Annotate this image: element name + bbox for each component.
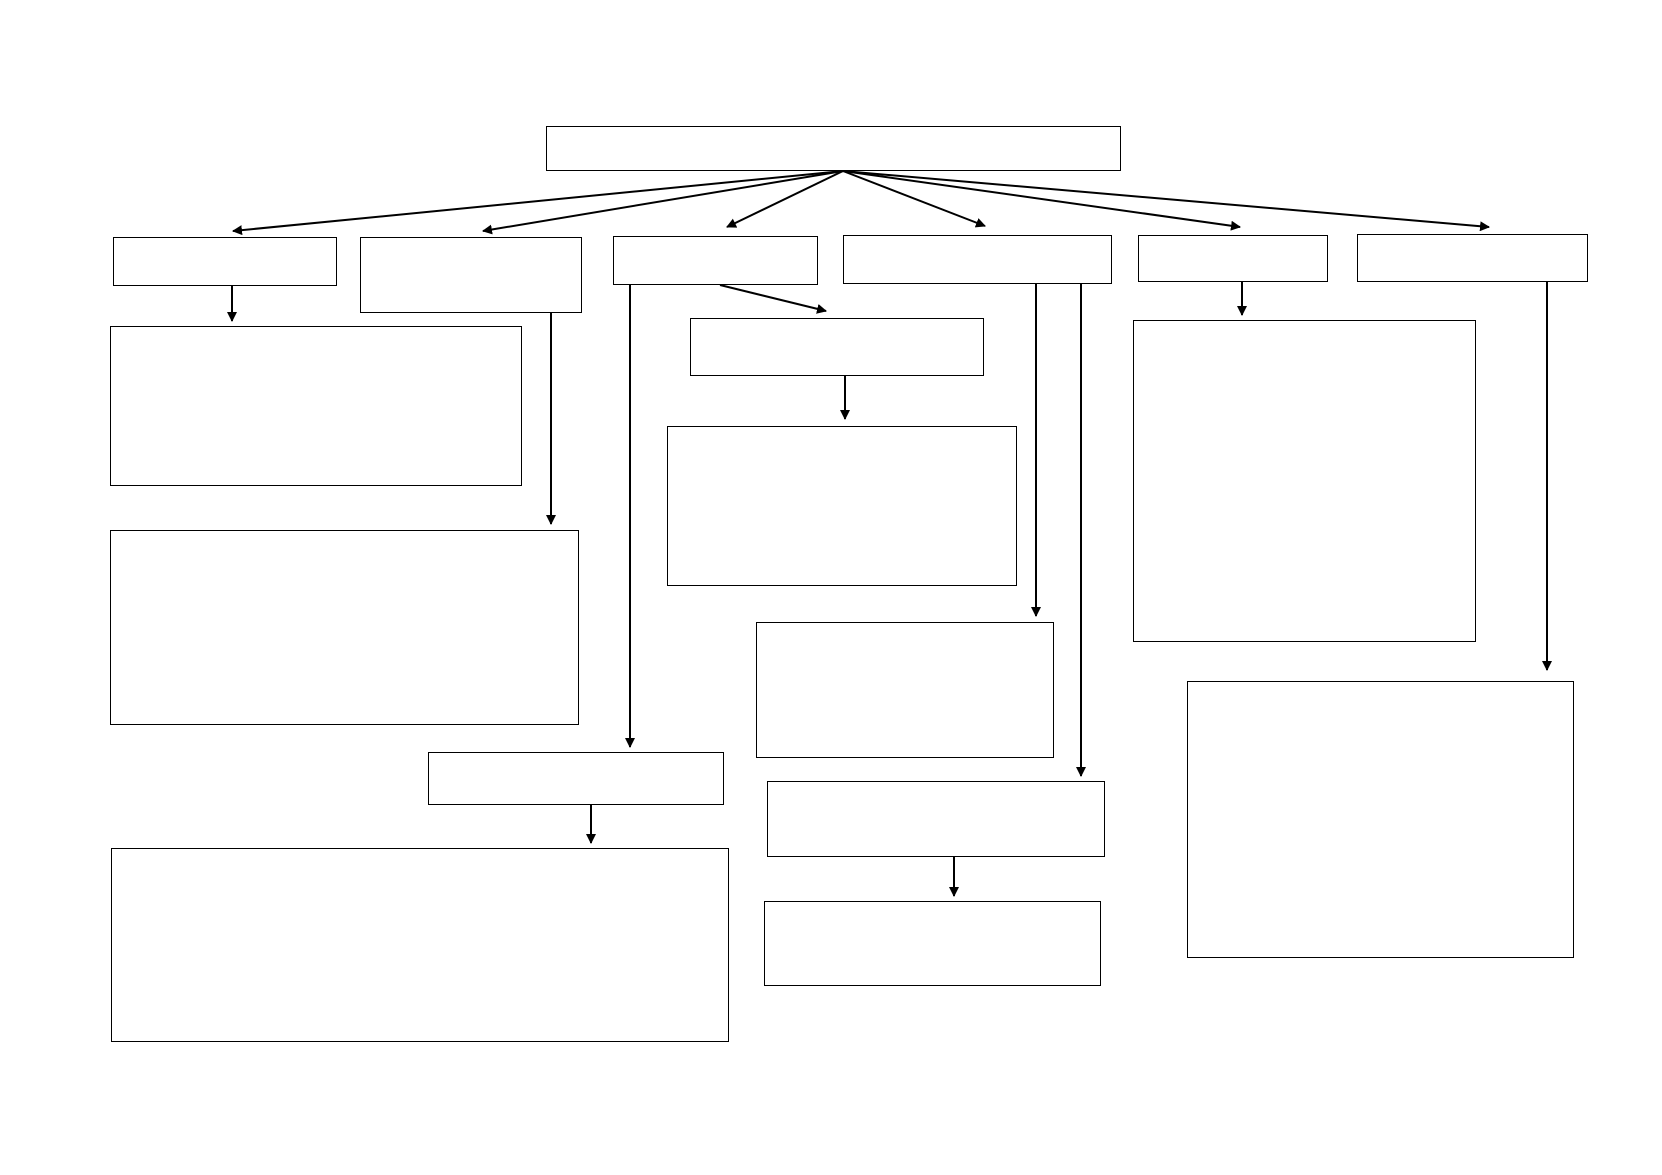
arrow-root-to-branch-1 — [232, 170, 844, 236]
arrow-root-to-branch-3 — [726, 170, 844, 228]
branch-box-1 — [113, 237, 337, 286]
detail-box-3 — [690, 318, 984, 376]
arrow-branch-3-to-detail-3 — [719, 284, 827, 314]
arrow-root-to-branch-4 — [842, 170, 986, 228]
detail-box-2 — [110, 530, 579, 725]
detail-box-9 — [767, 781, 1105, 857]
branch-box-4 — [843, 235, 1112, 284]
branch-box-5 — [1138, 235, 1328, 282]
detail-box-1 — [110, 326, 522, 486]
root-box — [546, 126, 1121, 171]
detail-box-8 — [111, 848, 729, 1042]
detail-box-10 — [764, 901, 1101, 986]
branch-box-6 — [1357, 234, 1588, 282]
branch-box-3 — [613, 236, 818, 285]
branch-box-2 — [360, 237, 582, 313]
arrow-root-to-branch-6 — [842, 170, 1490, 232]
detail-box-5 — [756, 622, 1054, 758]
arrow-root-to-branch-5 — [842, 170, 1241, 231]
detail-box-4 — [667, 426, 1017, 586]
detail-box-11 — [1187, 681, 1574, 958]
detail-box-6 — [1133, 320, 1476, 642]
arrow-root-to-branch-2 — [482, 170, 844, 235]
detail-box-7 — [428, 752, 724, 805]
